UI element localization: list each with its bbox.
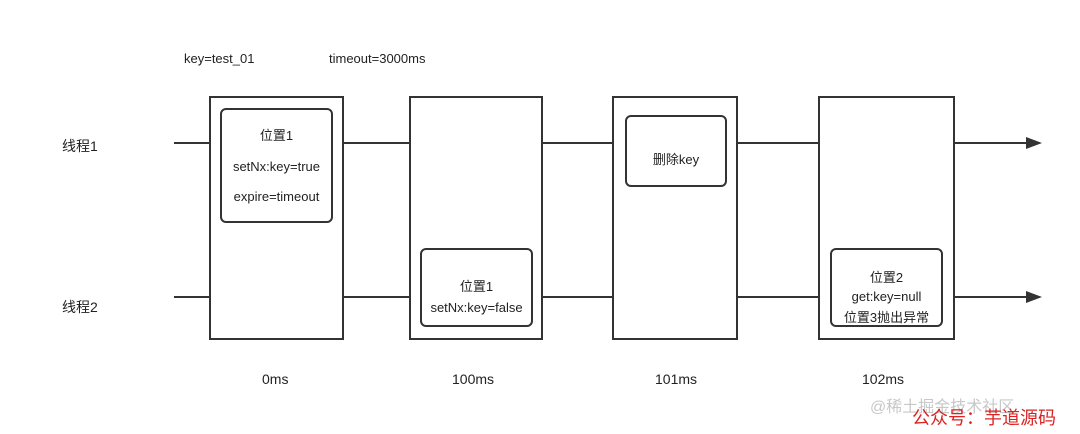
thread-1-label: 线程1 [62, 138, 98, 154]
time-label-102ms: 102ms [862, 371, 905, 387]
wechat-watermark: 公众号：芋道源码 [912, 408, 1056, 429]
note-line: expire=timeout [233, 189, 320, 204]
juejin-watermark: @稀土掘金技术社区 [870, 399, 1015, 416]
thread-2-label: 线程2 [62, 299, 98, 315]
note-thread1-delete: 删除key [625, 115, 727, 187]
note-thread2-lock-fail: 位置1 setNx:key=false [420, 248, 533, 327]
note-thread2-exception: 位置2 get:key=null 位置3抛出异常 [830, 248, 943, 327]
note-line: 位置3抛出异常 [843, 310, 930, 325]
thread-2-arrow-head [1026, 291, 1042, 303]
thread-1-arrow-head [1026, 137, 1042, 149]
note-line: 位置2 [869, 270, 904, 285]
key-label: key=test_01 [184, 51, 255, 66]
note-line: 删除key [652, 152, 700, 167]
thread-2-timeline [174, 296, 1036, 298]
time-label-100ms: 100ms [452, 371, 495, 387]
time-label-101ms: 101ms [655, 371, 698, 387]
note-thread1-lock: 位置1 setNx:key=true expire=timeout [220, 108, 333, 223]
note-line: setNx:key=true [232, 159, 321, 174]
timeout-label: timeout=3000ms [329, 51, 426, 66]
note-line: 位置1 [459, 279, 494, 294]
note-line: get:key=null [851, 289, 922, 304]
time-label-0ms: 0ms [262, 371, 289, 387]
note-line: 位置1 [259, 128, 294, 143]
thread-1-timeline [174, 142, 1036, 144]
note-line: setNx:key=false [430, 300, 523, 315]
